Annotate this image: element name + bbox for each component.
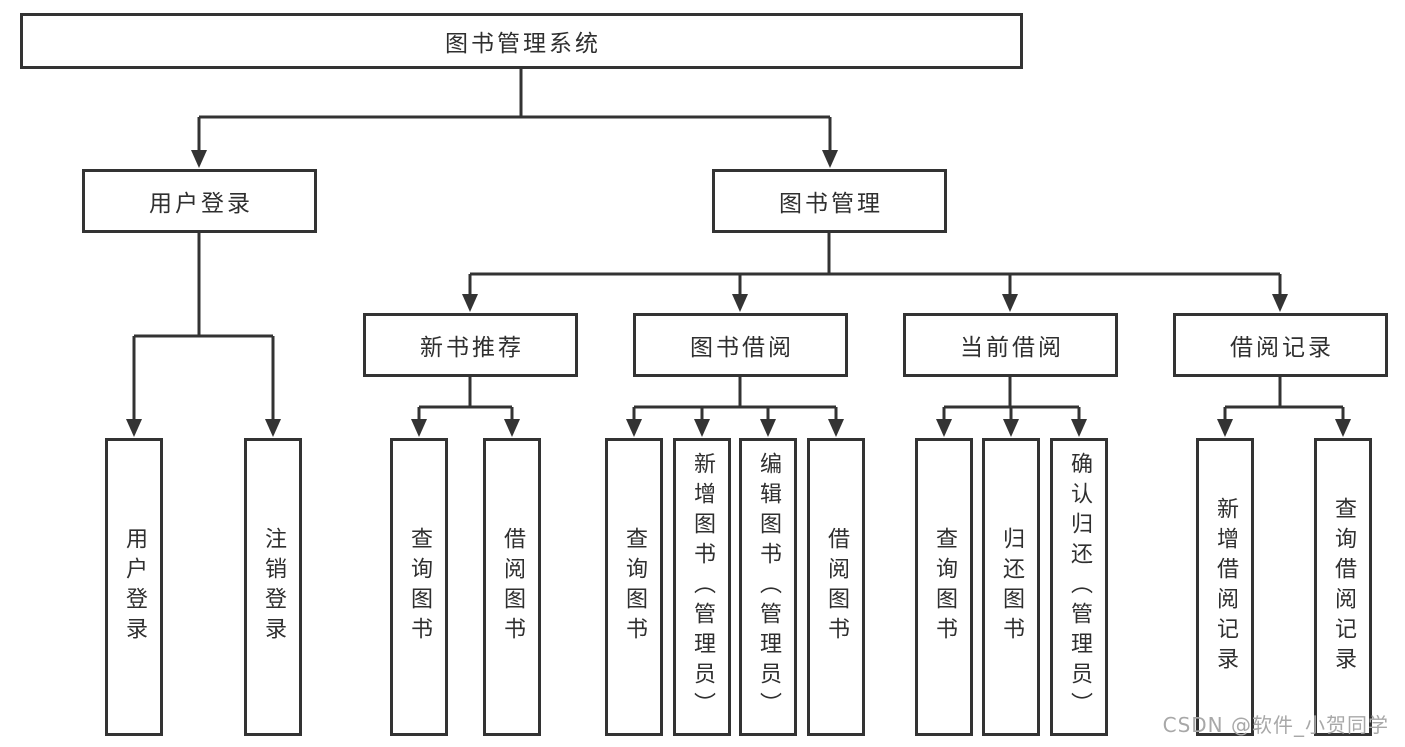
node-return-book: 归还图书: [982, 438, 1040, 736]
arrowhead-icons: [126, 150, 1351, 437]
node-book-management: 图书管理: [712, 169, 947, 233]
node-query-books-current: 查询图书: [915, 438, 973, 736]
node-borrow-books-leaf: 借阅图书: [807, 438, 865, 736]
node-logout-leaf: 注销登录: [244, 438, 302, 736]
node-user-login-leaf: 用户登录: [105, 438, 163, 736]
node-edit-book-admin: 编辑图书（管理员）: [739, 438, 797, 736]
node-query-books-recommend: 查询图书: [390, 438, 448, 736]
node-confirm-return-admin: 确认归还（管理员）: [1050, 438, 1108, 736]
node-borrow-books-recommend: 借阅图书: [483, 438, 541, 736]
node-borrow-records: 借阅记录: [1173, 313, 1388, 377]
node-new-book-recommend: 新书推荐: [363, 313, 578, 377]
node-add-borrow-record: 新增借阅记录: [1196, 438, 1254, 736]
node-query-books-borrow: 查询图书: [605, 438, 663, 736]
node-user-login: 用户登录: [82, 169, 317, 233]
node-query-borrow-record: 查询借阅记录: [1314, 438, 1372, 736]
node-library-system: 图书管理系统: [20, 13, 1023, 69]
node-current-borrow: 当前借阅: [903, 313, 1118, 377]
node-add-book-admin: 新增图书（管理员）: [673, 438, 731, 736]
node-book-borrow: 图书借阅: [633, 313, 848, 377]
watermark: CSDN @软件_小贺同学: [1162, 713, 1389, 737]
